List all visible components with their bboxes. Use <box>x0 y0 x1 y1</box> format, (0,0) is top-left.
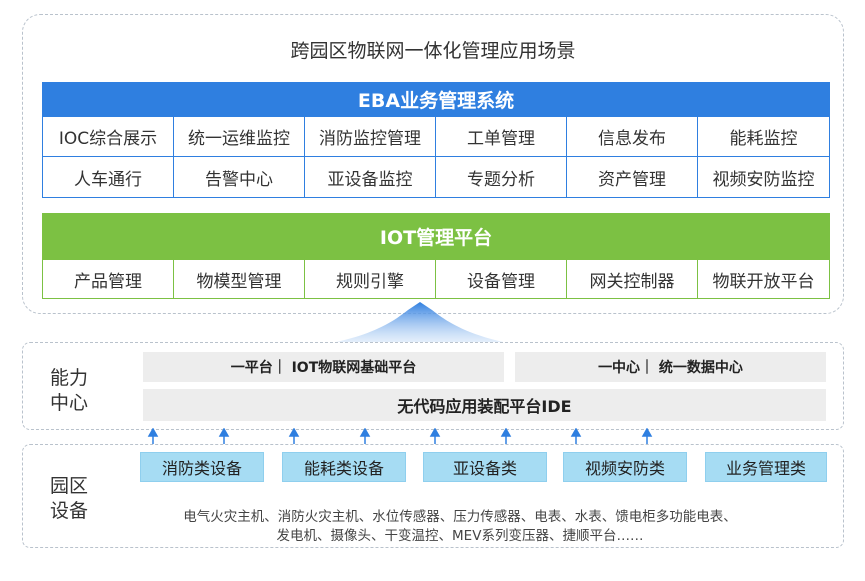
eba-module: 工单管理 <box>436 117 567 157</box>
iot-module: 物模型管理 <box>174 260 305 298</box>
iot-module-grid: 产品管理 物模型管理 规则引擎 设备管理 网关控制器 物联开放平台 <box>42 259 830 299</box>
device-category-energy: 能耗类设备 <box>282 452 406 482</box>
device-list-line: 发电机、摄像头、干变温控、MEV系列变压器、捷顺平台…… <box>276 528 644 544</box>
park-label-line: 设备 <box>50 500 89 522</box>
iot-module: 物联开放平台 <box>712 271 815 292</box>
eba-module: 专题分析 <box>436 157 567 197</box>
device-category-sub: 亚设备类 <box>423 452 547 482</box>
up-arrows-row <box>147 428 653 452</box>
capability-label-line: 能力 <box>50 367 89 389</box>
iot-module: 网关控制器 <box>567 260 698 298</box>
eba-module: 告警中心 <box>174 157 305 197</box>
eba-module: 资产管理 <box>567 157 698 197</box>
park-label-line: 园区 <box>50 475 89 497</box>
park-devices-label: 园区 设备 <box>50 474 88 524</box>
device-category-business: 业务管理类 <box>705 452 827 482</box>
device-category-fire: 消防类设备 <box>140 452 264 482</box>
eba-module: IOC综合展示 <box>43 117 174 157</box>
iot-module: 设备管理 <box>436 260 567 298</box>
upward-flow-arrow-icon <box>300 302 540 348</box>
eba-module: 亚设备监控 <box>305 157 436 197</box>
iot-base-platform-box: 一平台｜ IOT物联网基础平台 <box>143 352 504 382</box>
scenario-title: 跨园区物联网一体化管理应用场景 <box>290 40 576 62</box>
eba-module-grid: IOC综合展示 统一运维监控 消防监控管理 工单管理 信息发布 能耗监控 人车通… <box>42 116 830 198</box>
eba-module: 能耗监控 <box>698 117 829 157</box>
capability-center-label: 能力 中心 <box>50 366 88 416</box>
eba-module: 消防监控管理 <box>305 117 436 157</box>
iot-platform-header: IOT管理平台 <box>42 213 830 259</box>
iot-module: 规则引擎 <box>305 260 436 298</box>
data-center-box: 一中心｜ 统一数据中心 <box>515 352 826 382</box>
device-category-video: 视频安防类 <box>563 452 687 482</box>
capability-label-line: 中心 <box>50 392 89 414</box>
eba-module: 视频安防监控 <box>712 169 815 190</box>
eba-module: 人车通行 <box>43 157 174 197</box>
eba-module: 信息发布 <box>567 117 698 157</box>
eba-module: 统一运维监控 <box>174 117 305 157</box>
eba-system-header: EBA业务管理系统 <box>42 82 830 116</box>
device-list-line: 电气火灾主机、消防火灾主机、水位传感器、压力传感器、电表、水表、馈电柜多功能电表… <box>183 509 737 525</box>
no-code-ide-box: 无代码应用装配平台IDE <box>143 389 826 421</box>
iot-module: 产品管理 <box>43 260 174 298</box>
